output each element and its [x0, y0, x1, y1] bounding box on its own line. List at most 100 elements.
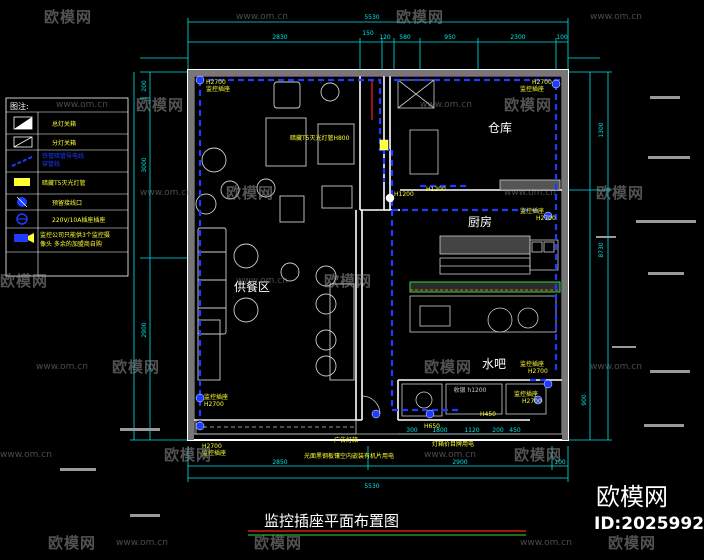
watermark-text: 欧模网 [596, 184, 645, 202]
watermark-text: 欧模网 [514, 446, 563, 464]
mon-l: 监控插座 [204, 393, 228, 401]
watermark-text: 欧模网 [504, 96, 553, 114]
watermark-text: 欧模网 [112, 358, 161, 376]
kitchen-equipment [409, 235, 559, 333]
dim-bottom-a: 2850 [272, 459, 287, 466]
top-dimensions [140, 18, 600, 70]
watermark-url: www.om.cn [520, 538, 572, 548]
side-dimensions [130, 71, 612, 441]
h-br2: H2700 [522, 398, 542, 405]
watermark-text: 欧模网 [226, 184, 275, 202]
dim-bottom-total: 5530 [364, 483, 379, 490]
mon-tl: 监控插座 [206, 85, 230, 93]
legend-text-3: 铁管暗管导电线穿管线 [42, 152, 84, 168]
watermark-text: 欧模网 [396, 8, 445, 26]
legend-text-1: 总灯关箱 [52, 120, 76, 128]
right-wall-fill [562, 70, 568, 440]
watermark-url: www.om.cn [236, 12, 288, 22]
conduit-line-icon [11, 155, 35, 167]
h650-label: H650 [424, 423, 440, 430]
ts-light-label: 暗藏T5灭光灯管H800 [290, 134, 350, 142]
watermark-url: www.om.cn [504, 188, 556, 198]
dim-bottom-c: 100 [554, 459, 566, 466]
legend-text-2: 分灯关箱 [52, 139, 76, 147]
dim-top-c: 120 [379, 34, 391, 41]
dim-bot-5: 450 [509, 427, 521, 434]
ad-box-label: 广告灯箱 [334, 436, 358, 444]
brand-logo-text: 欧模网 [596, 483, 668, 511]
drawing-id: ID:2025992 [594, 514, 704, 534]
dining-furniture [195, 81, 355, 381]
top-wall-fill [188, 70, 568, 76]
t5-light-icon [14, 178, 30, 186]
dim-right-a: 1300 [598, 122, 605, 137]
legend-text-5: 预留接线口 [52, 199, 82, 207]
mon-br: 监控插座 [520, 360, 544, 368]
storage-room [397, 79, 561, 191]
watermark-url: www.om.cn [590, 12, 642, 22]
dim-top-g: 100 [556, 34, 568, 41]
legend-header: 图注: [10, 101, 29, 111]
panel-sub-icon [13, 136, 33, 148]
room-label-storage: 仓库 [488, 120, 512, 135]
dim-bot-4: 200 [492, 427, 504, 434]
dim-left-a: 3000 [141, 157, 148, 172]
dim-right-c: 900 [581, 394, 588, 406]
legend-text-7b: 像头 多余的加盟商自购 [40, 240, 102, 248]
dim-bot-1: 300 [406, 427, 418, 434]
watermark-text: 欧模网 [424, 358, 473, 376]
mon-k: 监控插座 [520, 207, 544, 215]
leader-bars-left [60, 428, 160, 517]
h-k: H2700 [536, 215, 556, 222]
panel-total-icon [13, 116, 33, 130]
bottom-dimensions [187, 433, 569, 482]
watermark-url: www.om.cn [56, 100, 108, 110]
kitchen-counter [409, 281, 561, 293]
light-box-label: 光面黑钢板镶空内嵌装有机片用电 [304, 452, 394, 460]
device-markers [195, 75, 561, 431]
h-bl: H2700 [202, 443, 222, 450]
legend-text-6: 220V/10A插座插座 [52, 216, 105, 224]
dim-top-f: 2300 [510, 34, 525, 41]
lamp-power-label: 灯箱价目牌用电 [432, 440, 474, 448]
dim-top-e: 950 [444, 34, 456, 41]
h450-label: H450 [480, 411, 496, 418]
watermark-url: www.om.cn [424, 450, 476, 460]
dim-top-b: 150 [362, 30, 374, 37]
dim-bot-3: 1120 [464, 427, 479, 434]
watermark-text: 欧模网 [164, 446, 213, 464]
cashier-label: 收银 h1200 [454, 386, 487, 394]
mon-br2: 监控插座 [514, 390, 538, 398]
watermark-url: www.om.cn [0, 450, 52, 460]
dim-bot-2: 1800 [432, 427, 447, 434]
watermark-url: www.om.cn [140, 188, 192, 198]
dim-bottom-b: 2900 [452, 459, 467, 466]
socket-icon [16, 213, 28, 225]
watermark-text: 欧模网 [608, 534, 657, 552]
h-br: H2700 [528, 368, 548, 375]
h-l: H2700 [204, 401, 224, 408]
watermark-url: www.om.cn [116, 538, 168, 548]
leader-bars [596, 96, 696, 427]
camera-icon [14, 233, 34, 243]
watermark-text: 欧模网 [0, 272, 49, 290]
h1200b-label: H1200 [394, 191, 414, 198]
watermark-text: 欧模网 [44, 8, 93, 26]
h-tl: H2700 [206, 79, 226, 86]
watermark-url: www.om.cn [236, 276, 288, 286]
wiring [198, 78, 560, 430]
watermark-text: 欧模网 [324, 272, 373, 290]
mon-tr: 监控插座 [520, 85, 544, 93]
legend-text-4: 暗藏T5灭光灯管 [42, 179, 85, 187]
watermark-text: 欧模网 [254, 534, 303, 552]
room-label-bar: 水吧 [482, 357, 506, 371]
watermark-text: 欧模网 [136, 96, 185, 114]
drawing-title: 监控插座平面布置图 [264, 512, 400, 530]
room-label-dining: 供餐区 [234, 279, 270, 294]
legend-text-7a: 监控公司只能供3个监控摄 [40, 231, 110, 239]
watermark-url: www.om.cn [36, 362, 88, 372]
h1200-label: H1200 [426, 186, 446, 193]
mon-bl: 监控插座 [202, 449, 226, 457]
